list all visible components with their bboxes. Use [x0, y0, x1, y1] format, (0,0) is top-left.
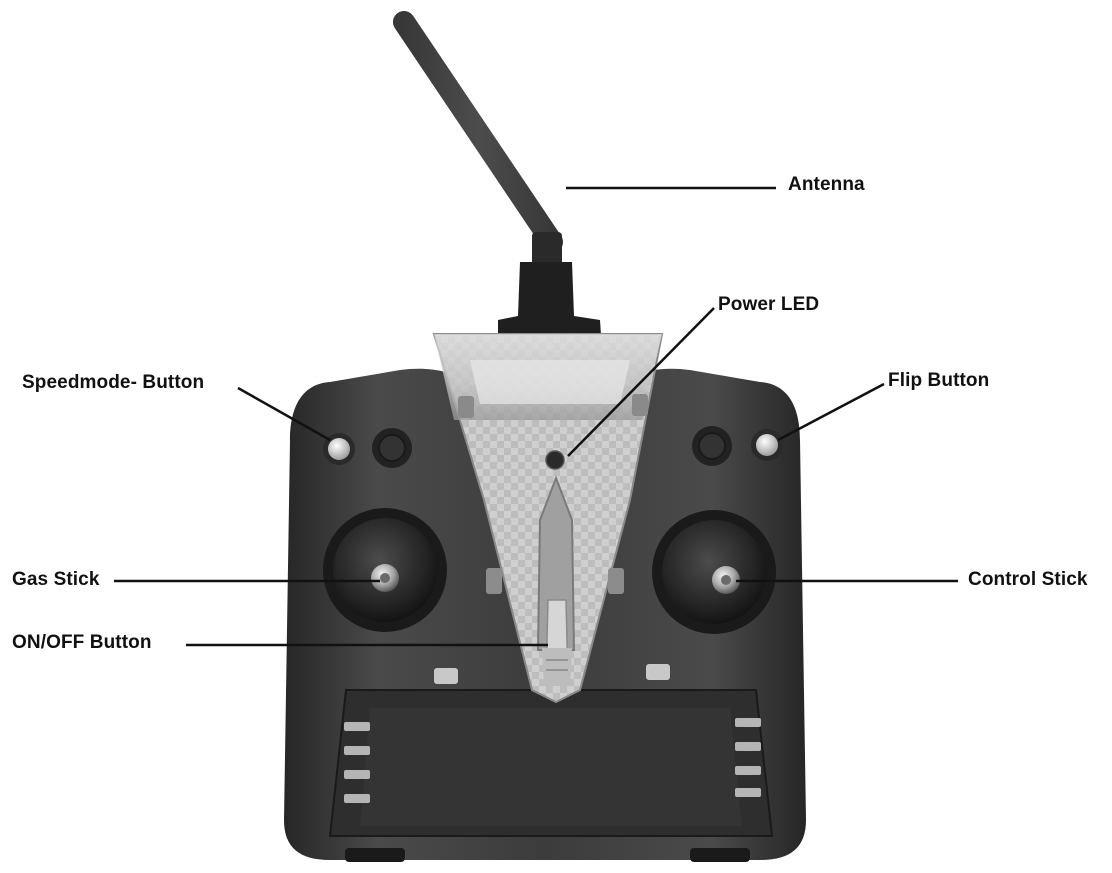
flip-leader [777, 382, 885, 442]
left-dark-button[interactable] [372, 428, 412, 468]
left-panel-clip [434, 668, 458, 684]
antenna-label: Antenna [788, 174, 865, 195]
flip-button-label: Flip Button [888, 370, 990, 391]
flip-button[interactable] [751, 429, 783, 461]
gas-stick[interactable] [323, 508, 447, 632]
control-stick[interactable] [652, 510, 776, 634]
power-led-label: Power LED [718, 294, 820, 315]
right-dark-button[interactable] [692, 426, 732, 466]
speedmode-button-label: Speedmode- Button [22, 372, 205, 393]
gas-stick-label: Gas Stick [12, 569, 100, 590]
antenna-part [393, 11, 602, 350]
right-panel-clip [646, 664, 670, 680]
control-stick-label: Control Stick [968, 569, 1088, 590]
power-led [545, 450, 565, 470]
leader-lines [114, 186, 958, 647]
right-vent-slats [735, 718, 761, 797]
on-off-button-label: ON/OFF Button [12, 632, 152, 653]
power-led-leader [567, 307, 715, 457]
left-vent-slats [344, 722, 370, 803]
speedmode-button[interactable] [323, 433, 355, 465]
center-face-plate [432, 333, 664, 704]
speedmode-leader [237, 386, 331, 442]
